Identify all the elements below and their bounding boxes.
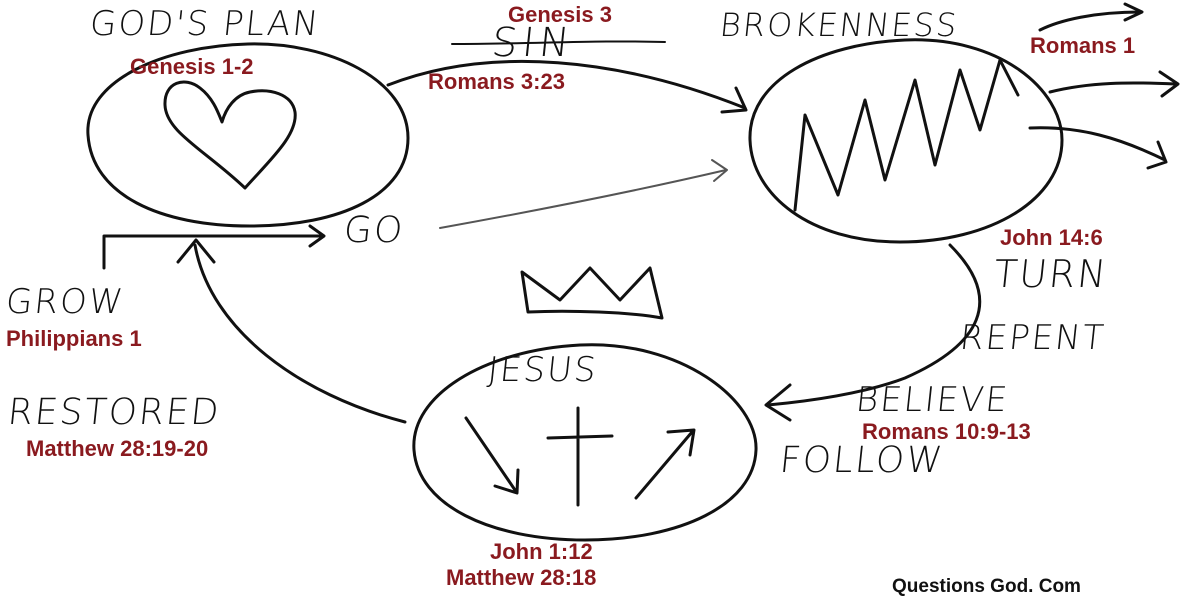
arrow-down-icon	[464, 416, 520, 495]
gods-plan-circle	[86, 42, 410, 228]
brokenness-label: BROKENNESS	[718, 6, 961, 44]
sin-strike	[451, 40, 666, 45]
grow-arrow-head	[308, 224, 326, 248]
ref-romans-3-23: Romans 3:23	[428, 69, 565, 94]
exit-arrow-2-head	[1158, 70, 1180, 98]
zigzag-icon	[793, 58, 1020, 212]
restored-arrow	[193, 243, 407, 424]
ref-genesis-1-2: Genesis 1-2	[130, 54, 254, 79]
go-to-brokenness-arrow-head	[711, 159, 728, 182]
repent-label: REPENT	[957, 318, 1108, 358]
exit-arrow-1-head	[1123, 2, 1144, 22]
arrow-up-icon	[634, 428, 696, 500]
ref-matthew-28-19-20: Matthew 28:19-20	[26, 436, 209, 461]
cross-icon	[546, 406, 614, 507]
restored-label: RESTORED	[5, 392, 223, 433]
brokenness-circle	[748, 38, 1064, 244]
site-credit: Questions God. Com	[892, 576, 1081, 597]
follow-label: FOLLOW	[777, 440, 946, 481]
believe-label: BELIEVE	[853, 380, 1012, 420]
sin-arrow	[386, 59, 747, 110]
ref-john-14-6: John 14:6	[1000, 225, 1103, 250]
repent-arrow	[766, 243, 982, 407]
ref-genesis-3: Genesis 3	[508, 2, 612, 27]
ref-philippians-1: Philippians 1	[6, 326, 142, 351]
ref-matthew-28-18: Matthew 28:18	[446, 565, 597, 590]
jesus-circle	[412, 343, 758, 542]
grow-arrow	[102, 234, 324, 270]
heart-icon	[163, 80, 297, 190]
ref-romans-1: Romans 1	[1030, 33, 1136, 58]
go-label: GO	[341, 210, 407, 251]
exit-arrow-3-head	[1146, 140, 1168, 170]
jesus-label: JESUS	[485, 350, 600, 390]
grow-label: GROW	[3, 282, 127, 322]
gods-plan-label: GOD'S PLAN	[87, 4, 323, 44]
restored-arrow-head	[176, 238, 216, 264]
repent-arrow-head	[764, 383, 792, 422]
ref-john-1-12: John 1:12	[490, 539, 593, 564]
go-to-brokenness-arrow	[439, 169, 727, 229]
turn-label: TURN	[991, 252, 1111, 296]
exit-arrow-1	[1038, 10, 1142, 32]
exit-arrow-2	[1048, 81, 1177, 94]
ref-romans-10-9-13: Romans 10:9-13	[862, 419, 1031, 444]
sin-arrow-head	[720, 86, 748, 114]
exit-arrow-3	[1028, 126, 1167, 162]
crown-icon	[520, 266, 664, 320]
